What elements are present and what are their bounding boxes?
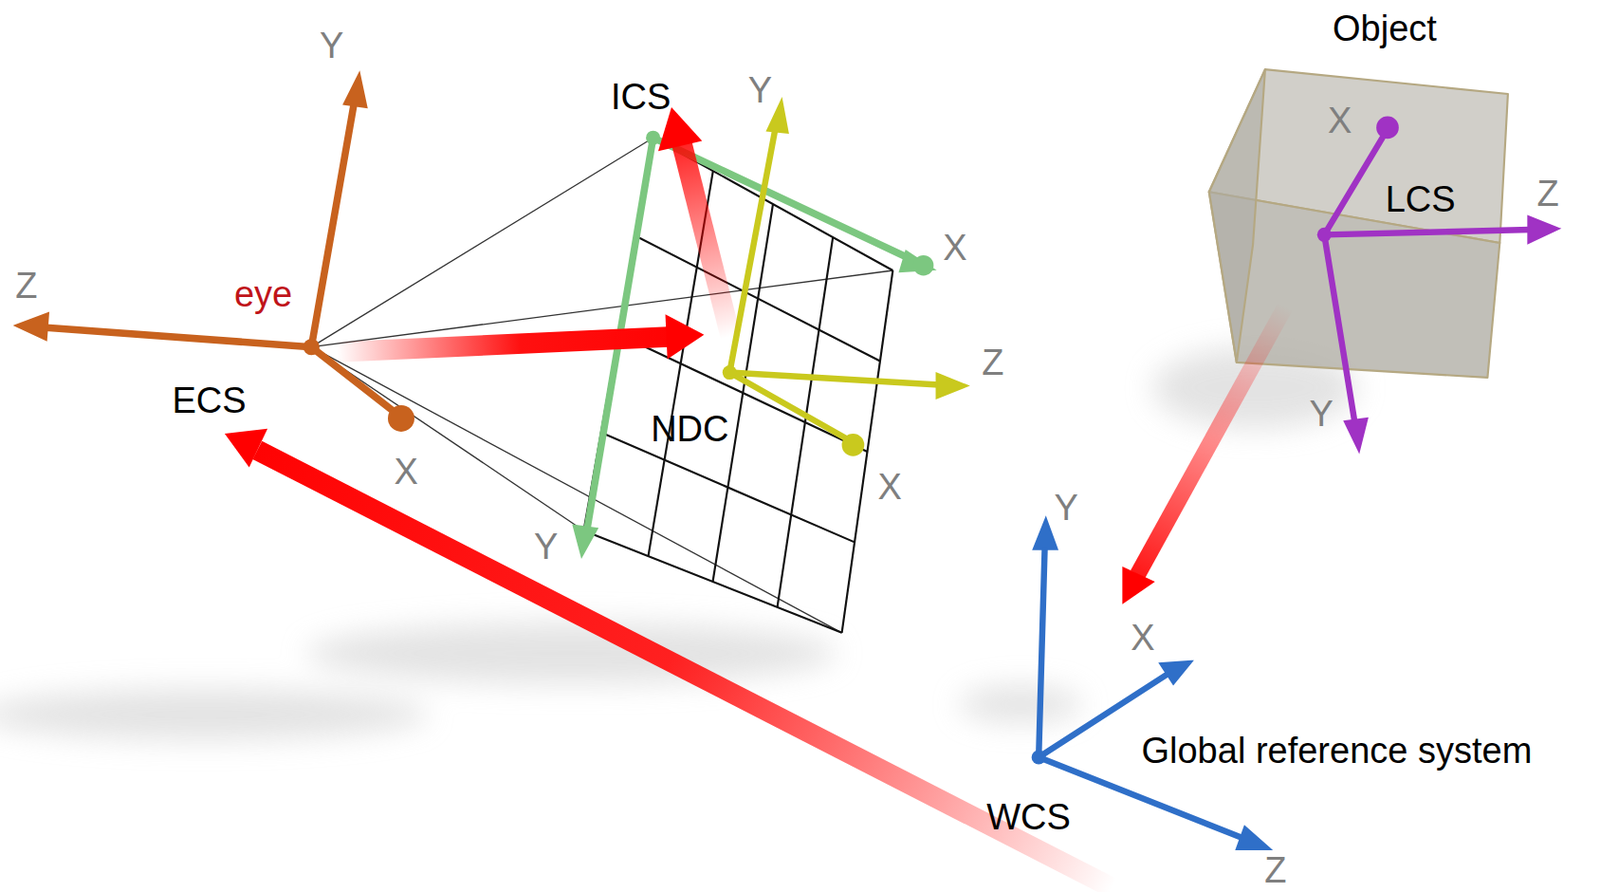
grid-line: [618, 333, 867, 452]
system-name: NDC: [650, 410, 729, 447]
object-cube: ObjectLCS: [1209, 66, 1510, 368]
axis-letter: Y: [1309, 395, 1334, 432]
axis-letter: Y: [533, 528, 558, 565]
axis-letter: Y: [748, 72, 773, 109]
axis-letter: Z: [1264, 851, 1287, 888]
object-heading: Object: [1332, 10, 1437, 47]
axis-letter: Z: [15, 267, 37, 304]
axis-letter: X: [877, 468, 902, 505]
axis-letter: X: [394, 453, 419, 490]
system-name: ICS: [610, 78, 671, 115]
axis-letter: Y: [319, 27, 344, 64]
eye-label: eye: [234, 275, 293, 313]
axis-letter: Z: [981, 344, 1004, 381]
grid-line: [583, 530, 842, 633]
axis-letter: X: [1327, 102, 1352, 139]
axis-letter: X: [942, 229, 967, 266]
system-name: WCS: [986, 798, 1071, 835]
grid-line: [842, 270, 894, 633]
system-name: Global reference system: [1140, 732, 1532, 769]
system-name: ECS: [171, 382, 246, 419]
grid-line: [777, 237, 834, 607]
axis-letter: Y: [1054, 489, 1079, 526]
axis-letter: X: [1130, 619, 1155, 656]
system-name: LCS: [1385, 181, 1456, 218]
grid-line: [601, 432, 855, 543]
axis-letter: Z: [1537, 175, 1560, 212]
